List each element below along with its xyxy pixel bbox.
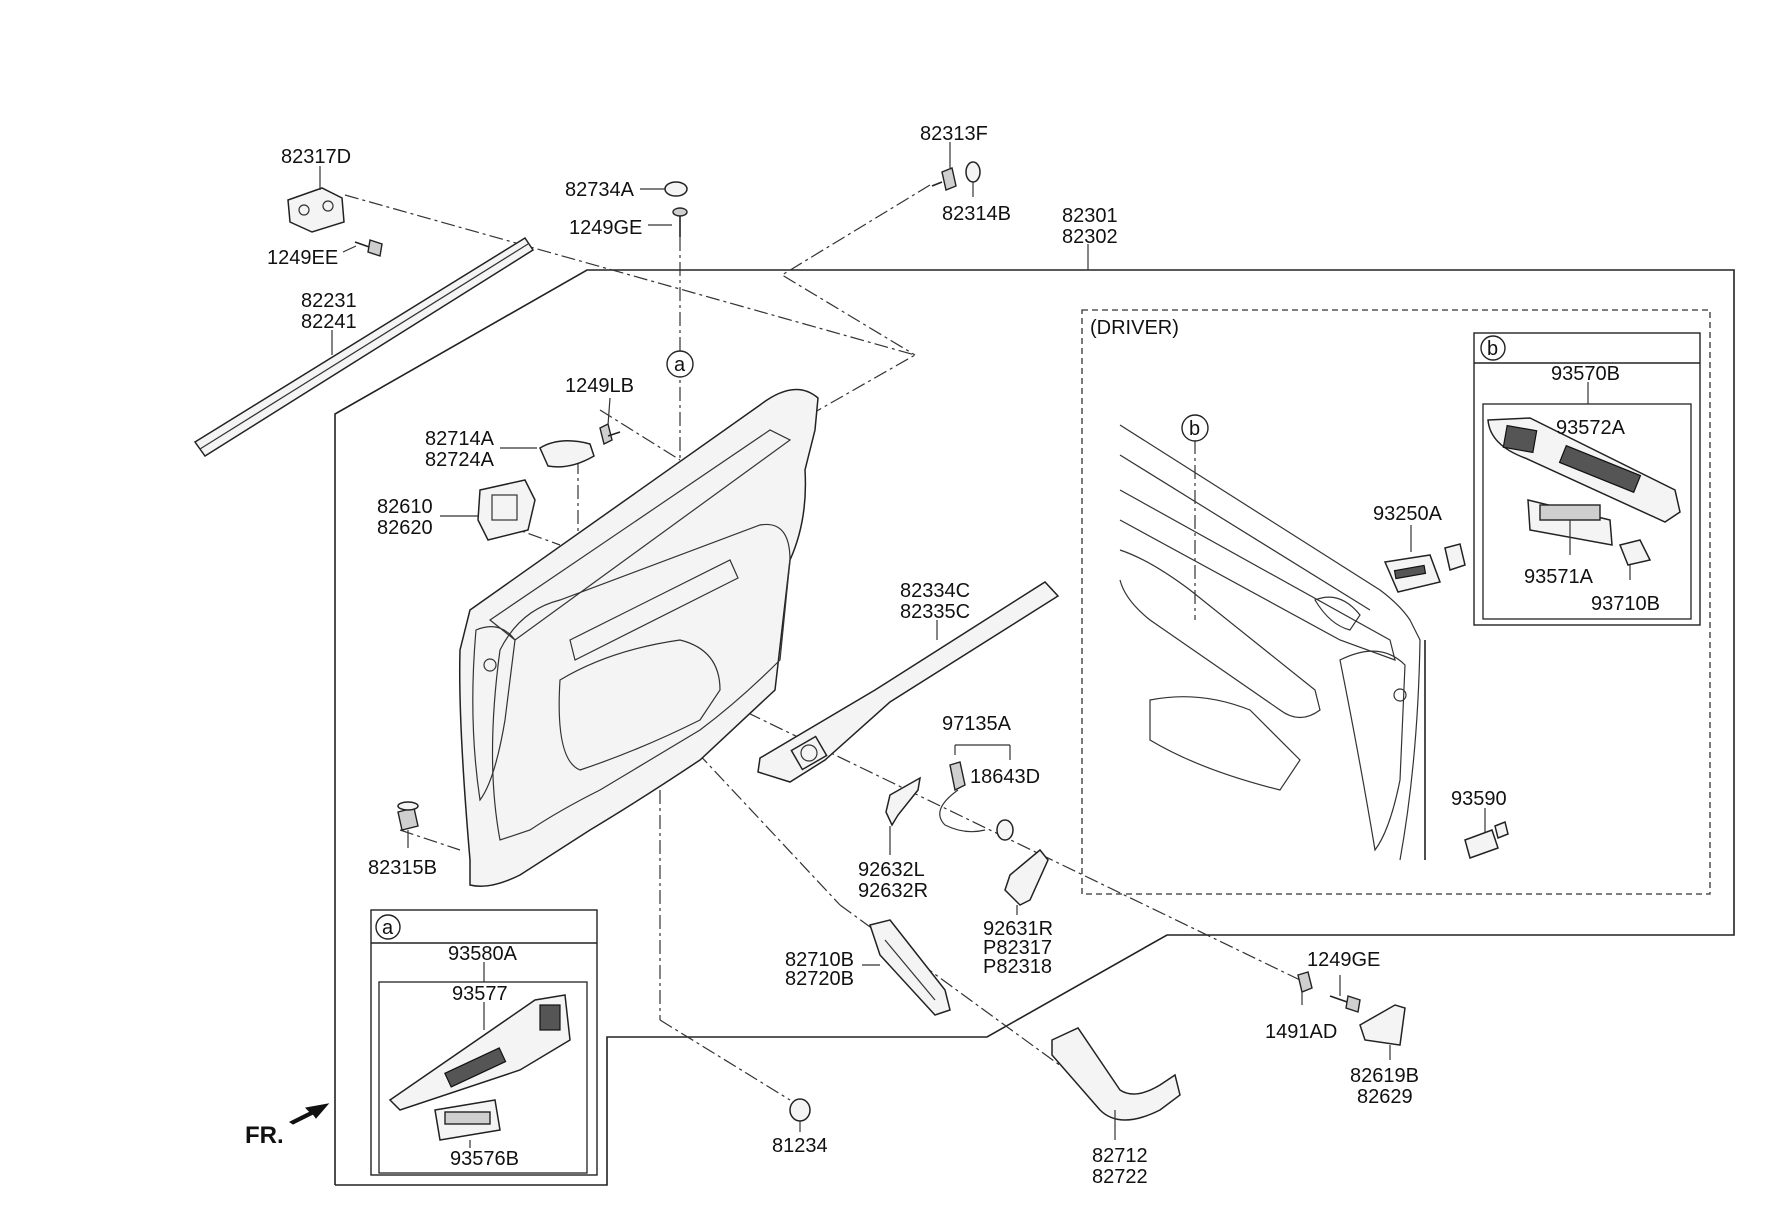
part-82710B-pull-handle <box>869 919 951 1016</box>
label-82302: 82302 <box>1062 226 1118 248</box>
marker-b-label-panel: b <box>1189 418 1200 440</box>
label-82714A: 82714A <box>425 428 495 450</box>
label-92632R: 92632R <box>858 880 928 902</box>
label-82710B: 82710B <box>785 949 854 971</box>
label-82301: 82301 <box>1062 205 1118 227</box>
part-93572A-switch-panel <box>1487 417 1681 523</box>
label-18643D: 18643D <box>970 766 1040 788</box>
part-93250A-switch <box>1383 543 1466 593</box>
label-leader-lines <box>319 142 1631 1148</box>
label-93571A: 93571A <box>1524 566 1594 588</box>
label-92632L: 92632L <box>858 859 925 881</box>
part-82314B-ring <box>965 161 981 183</box>
main-assembly-frame <box>334 269 1735 1186</box>
driver-label: (DRIVER) <box>1090 317 1179 339</box>
marker-b-circle-panel <box>1181 414 1209 442</box>
part-82712-armrest <box>1051 1027 1181 1121</box>
part-82315B-clip <box>397 801 419 831</box>
part-82313F-clip <box>931 167 957 191</box>
label-82313F: 82313F <box>920 123 988 145</box>
detail-a-inner-box <box>378 981 588 1174</box>
part-1249GE-bottom-screw <box>1329 995 1361 1013</box>
label-1249LB: 1249LB <box>565 375 634 397</box>
part-82619B-bracket <box>1359 1004 1406 1046</box>
marker-a-circle-box <box>375 914 401 940</box>
label-P82318: P82318 <box>983 956 1052 978</box>
label-93580A: 93580A <box>448 943 518 965</box>
label-1249GE-bottom: 1249GE <box>1307 949 1380 971</box>
driver-detail-box <box>1081 309 1711 895</box>
label-82620: 82620 <box>377 517 433 539</box>
part-82317D-bracket <box>287 187 345 233</box>
part-1249LB-screw <box>599 422 621 446</box>
detail-a-box <box>370 909 598 1176</box>
label-93250A: 93250A <box>1373 503 1443 525</box>
label-82720B: 82720B <box>785 968 854 990</box>
label-82724A: 82724A <box>425 449 495 471</box>
driver-panel-view <box>1119 424 1426 861</box>
part-82334C-garnish <box>757 581 1060 783</box>
detail-b-inner-box <box>1482 403 1692 620</box>
part-92631R-lens <box>1004 848 1049 906</box>
part-1249GE-top-screw <box>672 207 688 237</box>
label-82610: 82610 <box>377 496 433 518</box>
part-82610-inside-handle <box>477 479 536 541</box>
label-81234: 81234 <box>772 1135 828 1157</box>
label-93576B: 93576B <box>450 1148 519 1170</box>
label-82712: 82712 <box>1092 1145 1148 1167</box>
label-93710B: 93710B <box>1591 593 1660 615</box>
label-82722: 82722 <box>1092 1166 1148 1188</box>
part-1491AD-clip <box>1297 971 1313 993</box>
label-82334C: 82334C <box>900 580 970 602</box>
marker-a-label-box: a <box>382 917 394 939</box>
label-P82317: P82317 <box>983 937 1052 959</box>
label-82619B: 82619B <box>1350 1065 1419 1087</box>
detail-b-box <box>1473 332 1701 626</box>
label-82241: 82241 <box>301 311 357 333</box>
callout-labels: 82317D 1249EE 82231 82241 82734A 1249GE … <box>267 123 1660 1188</box>
part-92632L-reflector <box>885 776 921 827</box>
label-82314B: 82314B <box>942 203 1011 225</box>
marker-b-label-box: b <box>1487 338 1498 360</box>
label-93570B: 93570B <box>1551 363 1620 385</box>
part-81234-cap <box>789 1098 811 1122</box>
label-82317D: 82317D <box>281 146 351 168</box>
label-92631R: 92631R <box>983 918 1053 940</box>
part-93590-switch <box>1464 820 1509 859</box>
marker-a-circle-panel <box>666 350 694 378</box>
part-93576B-switch-block <box>434 1099 501 1141</box>
label-82231: 82231 <box>301 290 357 312</box>
marker-b-circle-box <box>1480 335 1506 361</box>
label-82335C: 82335C <box>900 601 970 623</box>
label-1249EE: 1249EE <box>267 247 338 269</box>
front-arrow <box>289 1103 330 1125</box>
label-82734A: 82734A <box>565 179 635 201</box>
label-82315B: 82315B <box>368 857 437 879</box>
part-1249EE-screw <box>354 239 383 257</box>
label-93577: 93577 <box>452 983 508 1005</box>
label-97135A: 97135A <box>942 713 1012 735</box>
label-82629: 82629 <box>1357 1086 1413 1108</box>
part-82301-door-trim-panel <box>458 388 819 887</box>
marker-a-label-panel: a <box>674 354 686 376</box>
dashed-leader-lines <box>344 184 1301 1101</box>
part-93577-switch-panel <box>388 994 571 1111</box>
part-82231-weatherstrip <box>193 236 535 458</box>
label-1491AD: 1491AD <box>1265 1021 1337 1043</box>
label-93590: 93590 <box>1451 788 1507 810</box>
part-82714A-handle-cover <box>539 440 595 468</box>
part-switch-pocket <box>790 735 828 771</box>
label-1249GE-top: 1249GE <box>569 217 642 239</box>
part-97135A-courtesy-lamp <box>939 744 1014 841</box>
part-82734A-cap <box>664 181 688 197</box>
part-93710B-switch-knob <box>1618 539 1652 566</box>
front-label: FR. <box>245 1122 284 1149</box>
label-93572A: 93572A <box>1556 417 1626 439</box>
